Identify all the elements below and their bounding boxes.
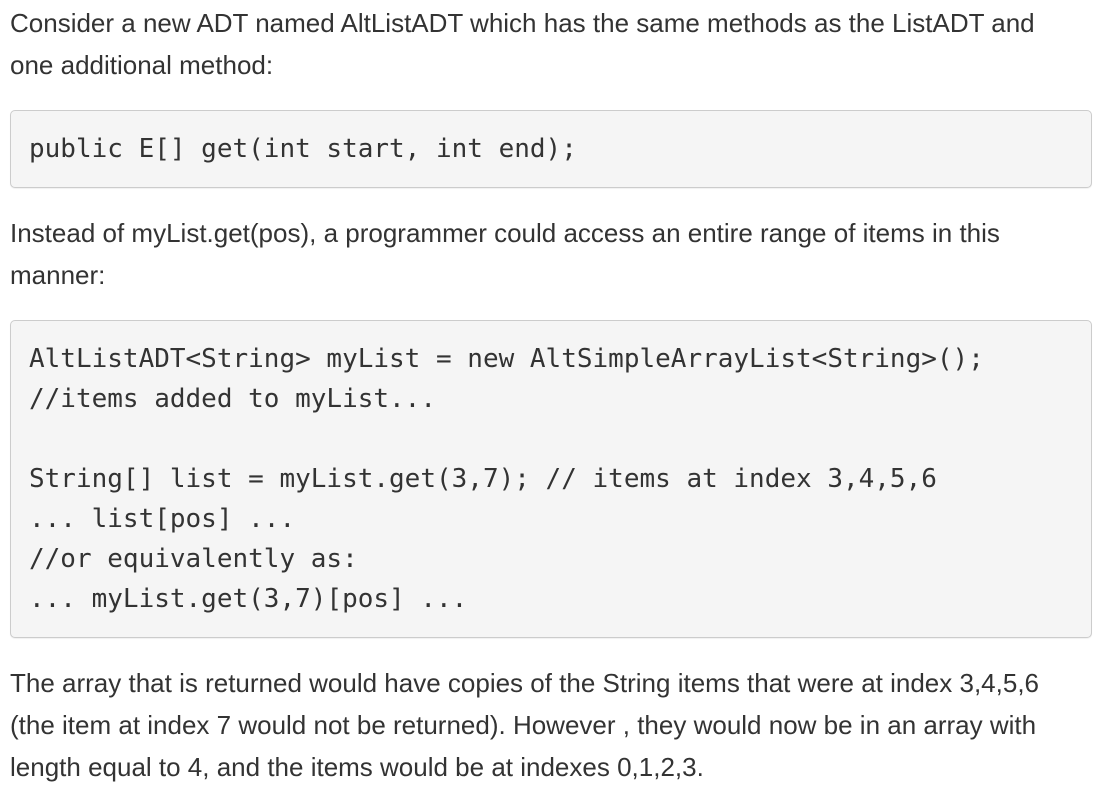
code-line: //items added to myList... [29,384,436,414]
text-line: Consider a new ADT named AltListADT whic… [10,8,1035,38]
explanation-paragraph: The array that is returned would have co… [10,662,1092,788]
code-line: AltListADT<String> myList = new AltSimpl… [29,344,984,374]
usage-paragraph: Instead of myList.get(pos), a programmer… [10,212,1092,296]
text-line: Instead of myList.get(pos), a programmer… [10,218,1000,248]
text-line: one additional method: [10,50,274,80]
code-line: //or equivalently as: [29,544,358,574]
code-line: String[] list = myList.get(3,7); // item… [29,464,937,494]
code-line: public E[] get(int start, int end); [29,134,577,164]
lesson-content: Consider a new ADT named AltListADT whic… [10,2,1092,788]
text-line: length equal to 4, and the items would b… [10,752,704,782]
method-signature-code-block: public E[] get(int start, int end); [10,110,1092,188]
text-line: The array that is returned would have co… [10,668,1040,698]
text-line: manner: [10,260,106,290]
code-line: ... myList.get(3,7)[pos] ... [29,584,468,614]
text-line: (the item at index 7 would not be return… [10,710,1037,740]
code-line-blank [29,419,1073,459]
intro-paragraph: Consider a new ADT named AltListADT whic… [10,2,1092,86]
code-line: ... list[pos] ... [29,504,296,534]
usage-example-code-block: AltListADT<String> myList = new AltSimpl… [10,320,1092,638]
